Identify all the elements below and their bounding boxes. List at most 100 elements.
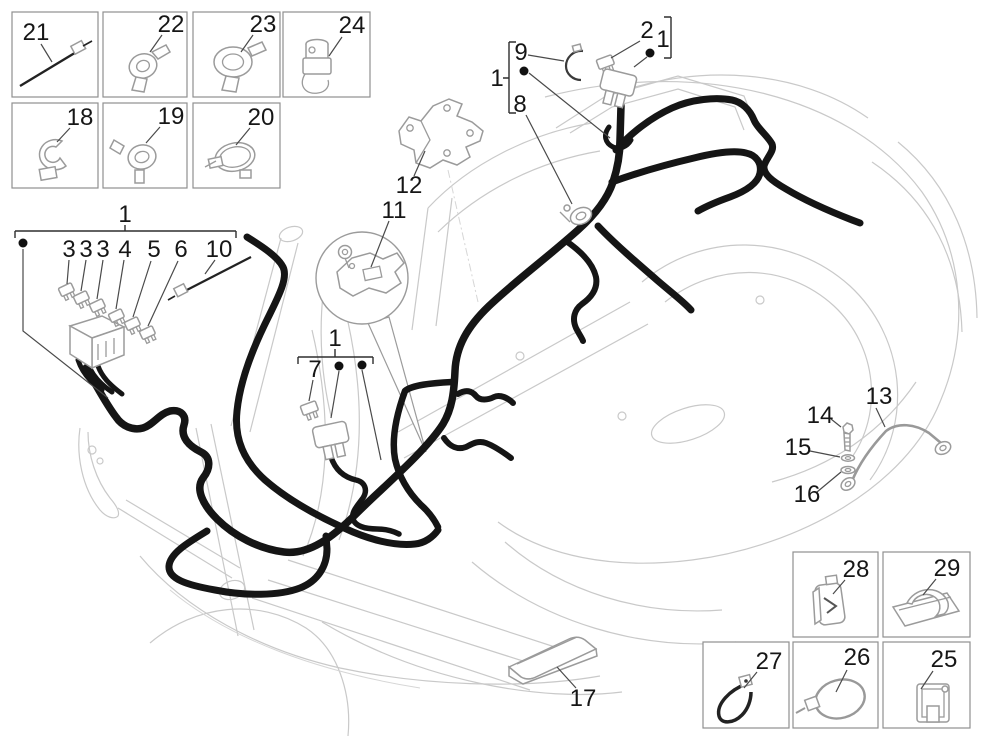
washer-15-hole <box>844 455 852 461</box>
callout-12: 12 <box>396 172 423 199</box>
scooter-outline <box>78 74 978 737</box>
group-bracket-top <box>503 41 516 114</box>
rubber-pad-17 <box>507 636 598 685</box>
floorboard-rails <box>251 559 559 691</box>
clamp-bolt <box>563 204 571 212</box>
valve-clamp-body <box>302 57 332 75</box>
callout-9: 9 <box>514 39 527 66</box>
leader-top-group <box>525 54 611 205</box>
body-bolt <box>515 351 525 361</box>
cable-ring-hole <box>939 444 947 452</box>
square-clip-screw <box>941 685 949 693</box>
callout-1-top: 1 <box>490 65 503 92</box>
harness-main-trunk <box>82 102 625 557</box>
blade-fuse <box>57 282 75 297</box>
frame-post <box>411 197 453 331</box>
band-clamp-foot <box>239 169 252 179</box>
support-bracket-12 <box>398 98 484 169</box>
cable-tie-icon <box>19 49 79 88</box>
fuse-holder-leg <box>602 89 615 106</box>
bracket-hole <box>443 149 451 157</box>
cable-ring-terminal <box>934 440 952 456</box>
group-dot-mid-1 <box>334 361 344 371</box>
harness-branch-rear-upper <box>612 95 864 227</box>
rear-fender-edge <box>871 141 978 333</box>
cable-tie-strap <box>180 256 252 294</box>
blade-fuse <box>88 298 106 313</box>
fuse-holder-top <box>599 68 638 97</box>
group-dot-top <box>519 66 529 76</box>
harness-clip-arrow <box>823 597 838 614</box>
bolt-threads <box>845 437 850 447</box>
fuse-holder-leg <box>322 444 335 461</box>
callout-11: 11 <box>382 197 407 224</box>
harness-parallel-branch <box>232 233 442 548</box>
fuse-box-slots <box>97 338 115 360</box>
ring-terminal-stem <box>344 257 350 269</box>
group-bracket-top-right <box>664 16 672 59</box>
pad-side-face <box>508 647 598 685</box>
valve-clamp-hook <box>301 73 330 94</box>
harness-branch-rear-loop <box>608 148 764 215</box>
clip-clamp-tab <box>109 138 125 156</box>
callout-24: 24 <box>339 12 366 39</box>
cable-tie-head <box>172 282 189 298</box>
upper-frame-edges <box>427 122 601 233</box>
leader-lines <box>14 16 937 693</box>
group-dot-top-right <box>645 48 655 58</box>
pad-rib <box>516 636 578 665</box>
washer-16 <box>840 465 856 475</box>
bracket-plate <box>398 98 484 169</box>
group-dot-mid-2 <box>357 360 367 370</box>
fuse-legs <box>144 334 157 345</box>
plate-slot <box>362 265 383 282</box>
fuse-holders <box>311 68 638 461</box>
cable-tie-tip <box>167 295 176 301</box>
callout-5: 5 <box>147 236 160 263</box>
callout-3c: 3 <box>96 236 109 263</box>
callout-21: 21 <box>23 19 50 46</box>
ground-cable-13 <box>850 423 942 482</box>
rear-lower-edge <box>471 541 737 645</box>
bracket-hole <box>443 104 451 112</box>
band-clamp-buckle <box>207 155 224 170</box>
bracket-hole <box>466 129 474 137</box>
steering-tube-top <box>278 225 304 243</box>
callout-28: 28 <box>843 556 870 583</box>
body-vent-oval <box>650 404 726 444</box>
wiring-clamp-icon <box>128 52 158 80</box>
rear-body-outline <box>497 81 960 564</box>
callout-22: 22 <box>158 11 185 38</box>
fuse-legs <box>94 307 107 318</box>
front-fender-outline <box>78 427 120 519</box>
fuse-box <box>68 315 126 370</box>
group-dot-left <box>18 238 28 248</box>
leader-mid-group <box>308 369 382 461</box>
c-clamp-icon <box>38 138 68 171</box>
harness-branch-s-curve <box>563 238 600 344</box>
sill-edge <box>321 621 623 696</box>
callout-1-left: 1 <box>118 201 131 228</box>
adhesive-clamp-slot <box>898 596 952 611</box>
blade-fuse-2 <box>595 54 615 70</box>
leader-bottom-right-boxes <box>743 578 937 693</box>
front-wheel-arch-outline <box>149 608 350 737</box>
wiring-harness <box>75 95 864 598</box>
wiring-clamp-stem <box>131 76 148 93</box>
fuse-legs <box>78 299 91 310</box>
callout-25: 25 <box>931 646 958 673</box>
callout-8: 8 <box>513 91 526 118</box>
hose-clamp-8 <box>559 204 593 226</box>
harness-branch-zigzag-2 <box>441 435 514 461</box>
washer-16-hole <box>844 467 852 473</box>
circlip-head <box>571 43 583 53</box>
harness-branch-zigzag-1 <box>455 388 516 406</box>
cable-tie-10 <box>167 256 252 301</box>
callout-2: 2 <box>640 17 653 44</box>
legend-bottom-right <box>702 551 971 729</box>
underbody-curve-2 <box>169 589 421 689</box>
leader-11 <box>370 220 390 268</box>
group-bracket-left <box>14 225 237 238</box>
callout-4: 4 <box>118 236 131 263</box>
